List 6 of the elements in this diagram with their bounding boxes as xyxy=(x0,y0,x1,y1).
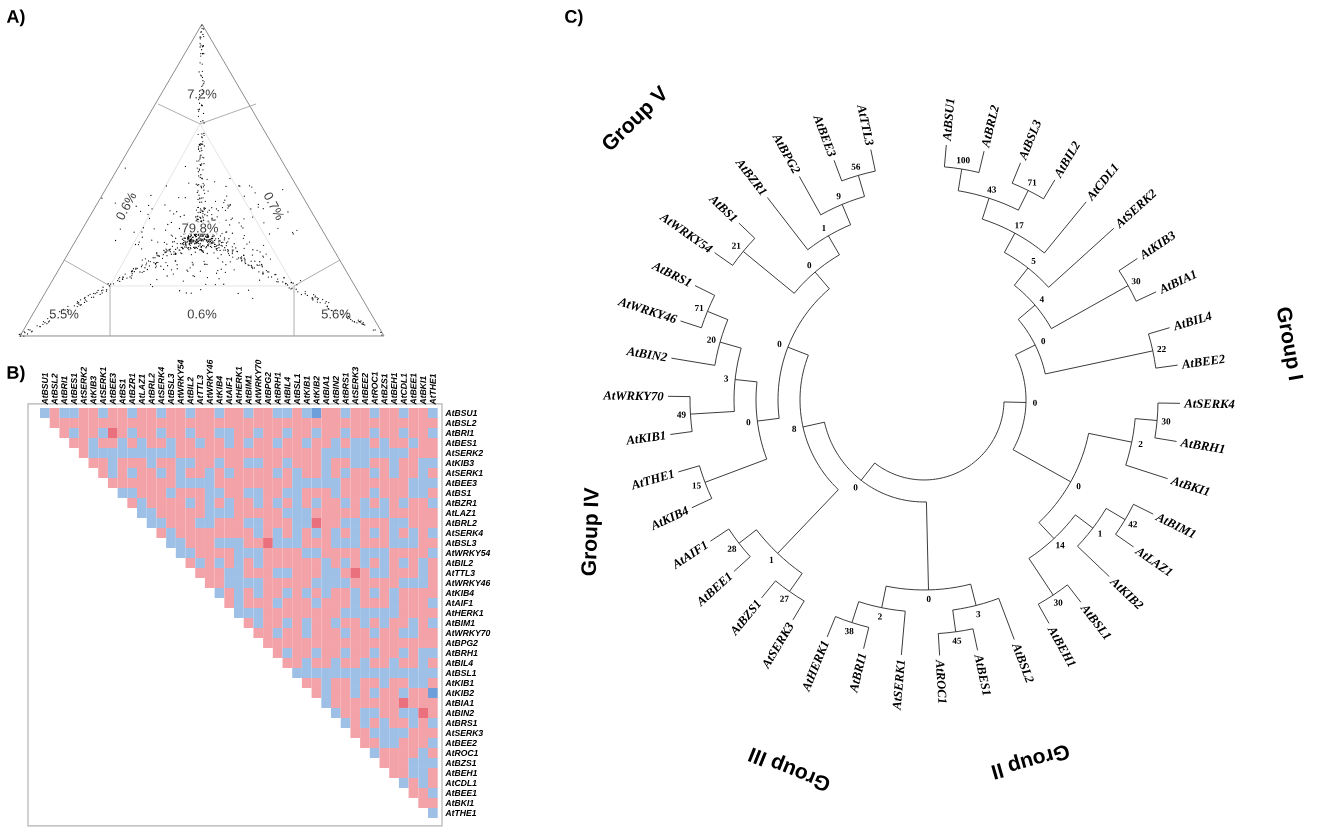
group-label: Group IV xyxy=(581,487,602,576)
group-label: Group I xyxy=(1277,307,1304,381)
panel-letter: A) xyxy=(6,9,25,27)
panel-letter: C) xyxy=(565,9,583,27)
group-label: Group II xyxy=(991,745,1069,780)
panel-letter: B) xyxy=(7,365,25,383)
